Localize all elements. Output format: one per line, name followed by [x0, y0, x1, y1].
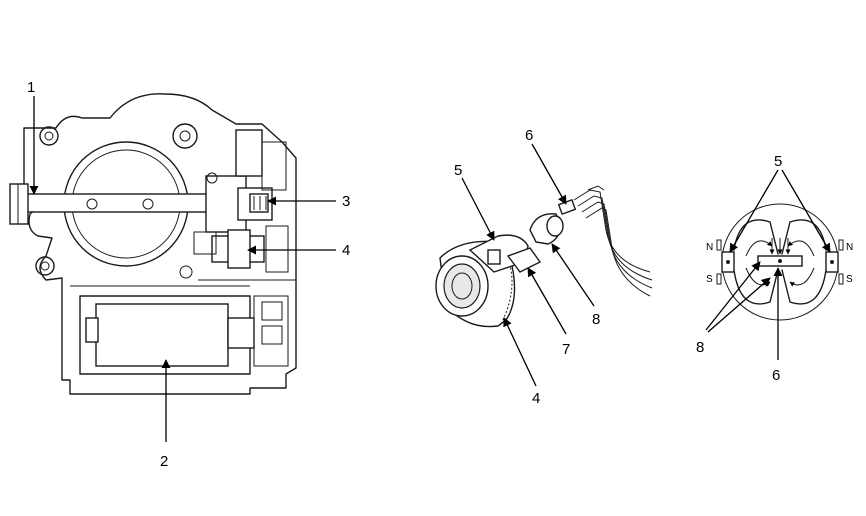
- callout-1-left: 1: [27, 79, 35, 96]
- callout-4-middle: 4: [532, 390, 540, 407]
- callout-7-middle: 7: [562, 341, 570, 358]
- sensor-exploded-view: [435, 185, 653, 328]
- pole-label-right-top: N: [846, 242, 853, 253]
- callout-8-middle: 8: [592, 311, 600, 328]
- middle-leaders: [461, 143, 595, 387]
- pole-label-left-bottom: S: [706, 274, 713, 285]
- callout-3-left: 3: [342, 193, 350, 210]
- callout-5-right: 5: [774, 153, 782, 170]
- callout-5-middle: 5: [454, 162, 462, 179]
- callout-4-left: 4: [342, 242, 350, 259]
- callout-6-right: 6: [772, 367, 780, 384]
- pole-label-left-top: N: [706, 242, 713, 253]
- callout-8-right: 8: [696, 339, 704, 356]
- pole-label-right-bottom: S: [846, 274, 853, 285]
- right-leaders: [705, 169, 831, 360]
- callout-6-middle: 6: [525, 127, 533, 144]
- callout-2-left: 2: [160, 453, 168, 470]
- throttle-body-housing: [9, 93, 297, 395]
- magnetic-field-schematic: [716, 203, 844, 321]
- left-leaders: [29, 96, 336, 442]
